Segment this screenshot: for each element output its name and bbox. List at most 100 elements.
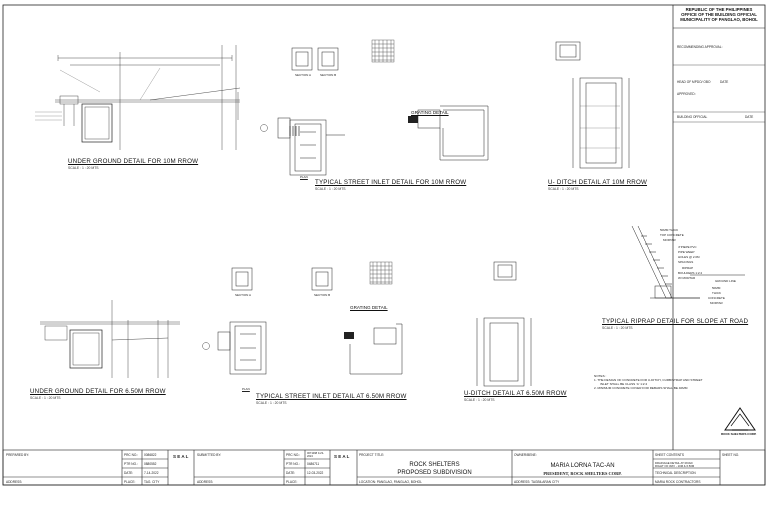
place-label-2: PLACE: [286, 480, 298, 484]
ug10-drawing [55, 45, 241, 150]
inlet10-scale: SCALE : 1 : 20 MTS [315, 187, 346, 191]
riprap-label-13: THICK [712, 291, 721, 295]
ud10-drawing [555, 41, 630, 169]
ug65-scale: SCALE : 1 : 20 MTS [30, 396, 61, 400]
notes-heading: NOTES : [594, 374, 607, 378]
inlet65-grating [369, 261, 393, 285]
address-left-label: ADDRESS: [6, 480, 23, 484]
riprap-label-9: BOULDERS 1:2:4 [678, 271, 703, 275]
company-logo [724, 407, 756, 431]
riprap-label-5: PIPE WEEP [678, 250, 695, 254]
ptr-no-value-2: 0486711 [307, 462, 320, 466]
project-title-label: PROJECT TITLE: [359, 453, 385, 457]
inlet65-drawing [217, 267, 403, 375]
header-line-3: MUNICIPALITY OF PANGLAO, BOHOL [680, 17, 758, 22]
drawn-by-value: MARIA ROCK CONTRACTORS [655, 480, 701, 484]
date-value-2: 12-03-2022 [307, 471, 324, 475]
ptr-no-value: 0880552 [144, 462, 157, 466]
riprap-label-4: 4"PIEPE PVC [678, 245, 697, 249]
riprap-label-14: CONCRETE [708, 296, 725, 300]
date-label: DATE: [124, 471, 134, 475]
header-line-2: OFFICE OF THE BUILDING OFFICIAL [681, 12, 757, 17]
owner-label: OWNER/BENE: [514, 453, 537, 457]
riprap-label-7: SPACINGS [678, 260, 694, 264]
date-value: 7-14-2022 [144, 471, 159, 475]
owner-title: PRESIDENT, ROCK SHELTERS CORP. [543, 471, 622, 476]
seal-label-1: S E A L [173, 454, 189, 459]
ptr-no-label-2: PTR NO.: [286, 462, 300, 466]
prc-no-label: PRC NO.: [124, 453, 139, 457]
prc-no-value: 0086822 [144, 453, 157, 457]
sheet-contents-label: SHEET CONTENTS [655, 453, 684, 457]
ud10-scale: SCALE : 1 : 20 MTS [548, 187, 579, 191]
plan-label-10: PLAN [300, 175, 308, 179]
note-1: 1. THE DESIGN OF CONCRETE FOR U-DITCH, C… [594, 378, 703, 382]
ug65-title: UNDER GROUND DETAIL FOR 6.50M RROW [30, 388, 166, 395]
date-label-1: DATE [720, 80, 729, 84]
riprap-label-12: 50MM [712, 286, 721, 290]
note-1b: INLET SHALL BE CLASS 'A' 1:2:4 [600, 382, 648, 386]
address-right-label: ADDRESS: TAGBILARAN CITY [514, 480, 560, 484]
ud65-drawing [476, 261, 532, 387]
riprap-label-11: GROUND LINE [715, 279, 736, 283]
sheet-description-2: RIGHT OF WAY - 10M & 6.50M [655, 464, 695, 468]
ptr-no-label: PTR NO.: [124, 462, 138, 466]
ug65-drawing [40, 300, 180, 378]
ug10-title: UNDER GROUND DETAIL FOR 10M RROW [68, 158, 199, 165]
riprap-label-1: 50MM THICK [660, 228, 679, 232]
sheet-border [2, 4, 766, 486]
riprap-title: TYPICAL RIPRAP DETAIL FOR SLOPE AT ROAD [602, 318, 749, 325]
drawing-notes: NOTES : 1. THE DESIGN OF CONCRETE FOR U-… [594, 374, 703, 390]
section-b-label-10: SECTION B [320, 73, 337, 77]
building-official-label: BUILDING OFFICIAL [677, 115, 708, 119]
riprap-label-15: MORTAR [710, 301, 723, 305]
approved-label: APPROVED: [677, 92, 696, 96]
date-label-2: DATE [745, 115, 754, 119]
section-a-label-65: SECTION A [235, 293, 252, 297]
riprap-label-8: RIPRAP [682, 266, 694, 270]
technical-description-label: TECHNICAL DESCRIPTION [655, 471, 696, 475]
inlet10-grating [371, 39, 395, 63]
prepared-by-label: PREPARED BY: [6, 453, 30, 457]
owner-name: MARIA LORNA TAC-AN [550, 463, 615, 469]
head-mpdo-label: HEAD OF MPDO/ OBO [677, 80, 711, 84]
location-label: LOCATION: PANGLAO, PANGLAO, BOHOL [359, 480, 422, 484]
ug10-scale: SCALE : 1 : 20 MTS [68, 166, 99, 170]
riprap-drawing [631, 225, 745, 299]
riprap-label-3: MORTAR [663, 238, 676, 242]
address-mid-label: ADDRESS: [197, 480, 214, 484]
plan-label-65: PLAN [242, 387, 250, 391]
inlet65-scale: SCALE : 1 : 20 MTS [256, 401, 287, 405]
header-line-1: REPUBLIC OF THE PHILIPPINES [685, 7, 753, 12]
project-name-line-2: PROPOSED SUBDIVISION [397, 470, 472, 476]
inlet65-title: TYPICAL STREET INLET DETAIL AT 6.50M RRO… [256, 393, 407, 400]
project-name-line-1: ROCK SHELTERS [409, 462, 460, 468]
logo-text: ROCK SHELTERS CORP. [721, 432, 757, 436]
prc-no-value-2: 0071098 0-23-2024 [307, 452, 324, 458]
riprap-scale: SCALE : 1 : 20 MTS [602, 326, 633, 330]
approval-header: REPUBLIC OF THE PHILIPPINES OFFICE OF TH… [673, 7, 765, 22]
ud65-title: U-DITCH DETAIL AT 6.50M RROW [464, 390, 567, 397]
section-a-label-10: SECTION A [295, 73, 312, 77]
place-value: TAG. CITY [144, 480, 160, 484]
riprap-label-10: W/ MORTAR [678, 276, 696, 280]
inlet10-drawing [277, 47, 345, 176]
place-label: PLACE: [124, 480, 136, 484]
grating-detail-label-65: GRATING DETAIL [350, 305, 388, 310]
ud10-title: U- DITCH DETAIL AT 10M RROW [548, 179, 648, 186]
section-b-label-65: SECTION B [314, 293, 331, 297]
note-2: 2. MINIMUM CONCRETE COVER FOR REBARS SHA… [594, 386, 688, 390]
prc-no-label-2: PRC NO.: [286, 453, 301, 457]
title-block-lines [2, 449, 766, 486]
grating-detail-label-10: GRATING DETAIL [411, 110, 449, 115]
date-label-tb2: DATE: [286, 471, 296, 475]
riprap-label-2: TOP CONCRETE [660, 233, 684, 237]
submitted-by-label: SUBMITTED BY: [197, 453, 222, 457]
riprap-label-6: HOLES @ 2.0M [678, 255, 700, 259]
inlet10-title: TYPICAL STREET INLET DETAIL FOR 10M RROW [315, 179, 467, 186]
recommending-label: RECOMMENDING APPROVAL: [677, 45, 723, 49]
sheet-description-1: DRAINAGE DETAIL AT ROAD [655, 461, 693, 465]
ud65-scale: SCALE : 1 : 20 MTS [464, 398, 495, 402]
